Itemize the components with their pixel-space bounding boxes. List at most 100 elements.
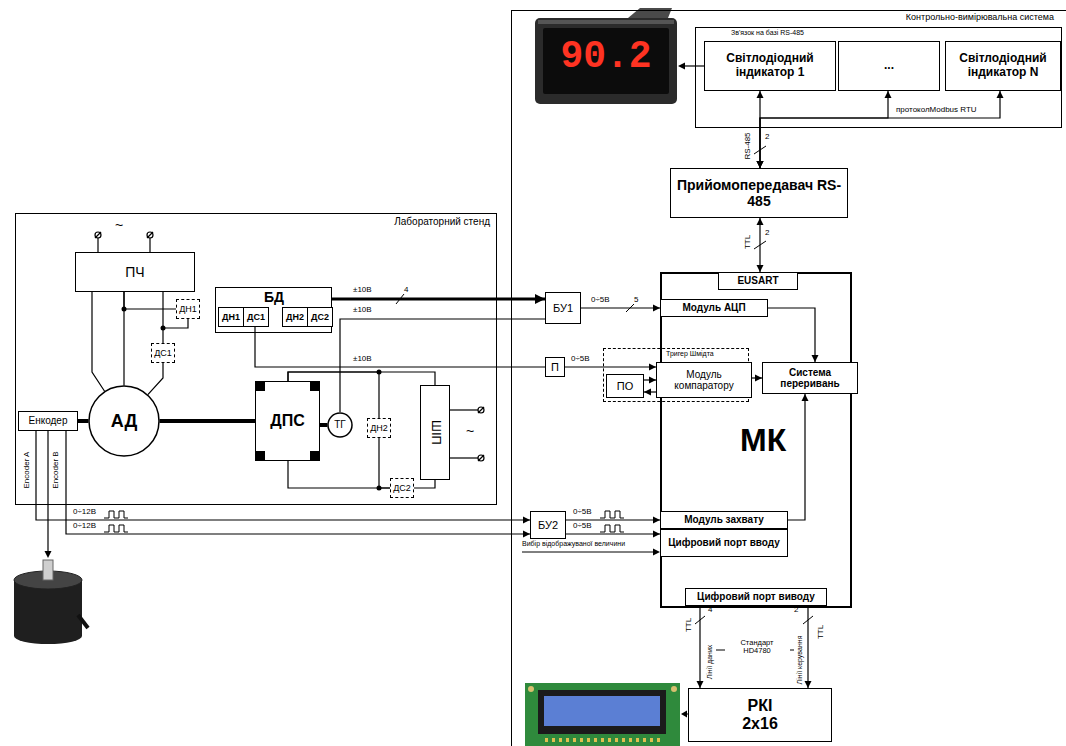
connector-line — [699, 606, 700, 688]
arrow-head — [757, 218, 764, 225]
connector — [757, 218, 764, 272]
connector-line — [768, 308, 815, 362]
node-text: ДС1 — [154, 348, 172, 358]
arrow-head — [997, 91, 1004, 98]
terminal-slash — [147, 232, 153, 238]
node-text: ТГ — [334, 419, 346, 431]
connector-line — [255, 327, 545, 367]
bus-width: 4 — [404, 286, 408, 295]
node-text: Тригер Шмідта — [666, 350, 714, 358]
bus-width: 4 — [708, 606, 712, 615]
connector-line — [288, 461, 390, 488]
connector — [163, 292, 164, 343]
arrow-head — [755, 375, 762, 382]
junction-dots — [122, 307, 382, 491]
edge-label: 0÷5В — [590, 296, 611, 305]
bus-width: 2 — [765, 229, 769, 238]
node-text: ДН2 — [286, 312, 304, 322]
node-text: АД — [111, 411, 138, 432]
connector-line — [581, 307, 660, 308]
connector — [566, 531, 660, 538]
node-text: Модуль АЦП — [682, 302, 745, 314]
connector — [124, 292, 176, 309]
node-text: EUSART — [737, 275, 778, 287]
terminal — [147, 232, 153, 238]
connector-line — [566, 519, 660, 520]
sensor-dashed: ДН1 — [176, 299, 200, 319]
protocol-note: протоколModbus RTU — [896, 106, 977, 115]
connector-line — [565, 366, 656, 367]
arrow-line — [684, 65, 704, 66]
standard-line — [790, 650, 794, 651]
rs485-group: Зв'язок на базі RS-485Світлодіодний інди… — [695, 27, 1062, 128]
connector — [148, 363, 163, 395]
connector — [644, 377, 656, 384]
connector — [581, 305, 660, 312]
connector-line — [124, 292, 176, 309]
arrow-line — [47, 431, 48, 552]
mcu-box: МКEUSARTМодуль АЦПСистема перериваньМоду… — [660, 272, 852, 608]
node-text: ДН1 — [222, 312, 240, 322]
module-box: EUSART — [718, 272, 798, 290]
display-housing — [535, 18, 677, 104]
encoder-picture — [14, 560, 88, 644]
module-box: Цифровий порт вводу — [660, 529, 788, 557]
pulse-symbol — [600, 525, 624, 532]
node-text: Цифровий порт вводу — [668, 537, 780, 549]
terminal-wire — [450, 409, 478, 410]
edge-label: 0÷5В — [572, 522, 593, 531]
connector-line — [807, 606, 808, 688]
sensor-block: БДДН1ДС1ДН2ДС2 — [215, 287, 332, 333]
indicator-box: Світлодіодний індикатор N — [945, 41, 1061, 91]
connector — [805, 606, 812, 688]
ac-symbol: ~ — [466, 424, 474, 439]
node-text: Світлодіодний індикатор N — [946, 52, 1060, 80]
interface-name: RS-485 — [744, 132, 753, 159]
interface-name: TTL — [817, 625, 826, 639]
connector-line — [759, 218, 760, 272]
standard-note: Стандарт HD4780 — [727, 639, 787, 656]
node-text: ПЧ — [125, 264, 144, 280]
module-box: Система переривань — [762, 362, 858, 394]
arrow-head — [649, 364, 656, 371]
connector-line — [760, 91, 1000, 168]
pulse-symbol — [104, 525, 128, 532]
encoder-box: Енкодер — [18, 411, 78, 431]
lcd-screen — [544, 696, 660, 726]
arrow-head — [681, 711, 687, 718]
transceiver-box: Прийомопередавач RS-485 — [670, 168, 848, 218]
node-text: ДН1 — [179, 304, 197, 314]
node-text: Світлодіодний індикатор 1 — [705, 52, 835, 80]
node-text: ДС2 — [393, 483, 411, 493]
arrow-head — [523, 517, 530, 524]
arrow-head — [523, 531, 530, 538]
bus-width: 2 — [765, 133, 769, 142]
node-text: Контрольно-вимірювальна система — [906, 12, 1054, 22]
encoder-shaft — [43, 560, 53, 580]
line-group-name: Лінії керування — [796, 636, 804, 685]
connector-line — [160, 419, 256, 423]
module-box: Модуль АЦП — [660, 299, 768, 317]
schmitt-trigger-group: Тригер ШмідтаПОМодуль компаратору — [603, 348, 749, 402]
sensor-box: ДН2 — [282, 307, 308, 327]
connector-line — [92, 292, 105, 391]
led-display-picture — [535, 8, 677, 104]
edge-label: 0÷5В — [572, 508, 593, 517]
terminal-slash — [478, 407, 484, 413]
arrow-head — [653, 517, 660, 524]
connector — [752, 375, 762, 382]
sensor-dashed: ДС1 — [151, 343, 175, 363]
pwm-box: ШІП — [420, 385, 450, 480]
connector-line — [320, 423, 328, 427]
connector — [768, 308, 819, 362]
ac-symbol: ~ — [115, 218, 123, 233]
arrow-head — [802, 394, 809, 401]
arrow-head — [697, 681, 704, 688]
sensor-wire — [163, 319, 188, 328]
connector-line — [162, 292, 163, 343]
connector-line — [332, 298, 545, 301]
display-reading: 90.2 — [545, 36, 667, 78]
display-arrow — [678, 63, 704, 70]
sensor-box: ДС2 — [307, 307, 333, 327]
